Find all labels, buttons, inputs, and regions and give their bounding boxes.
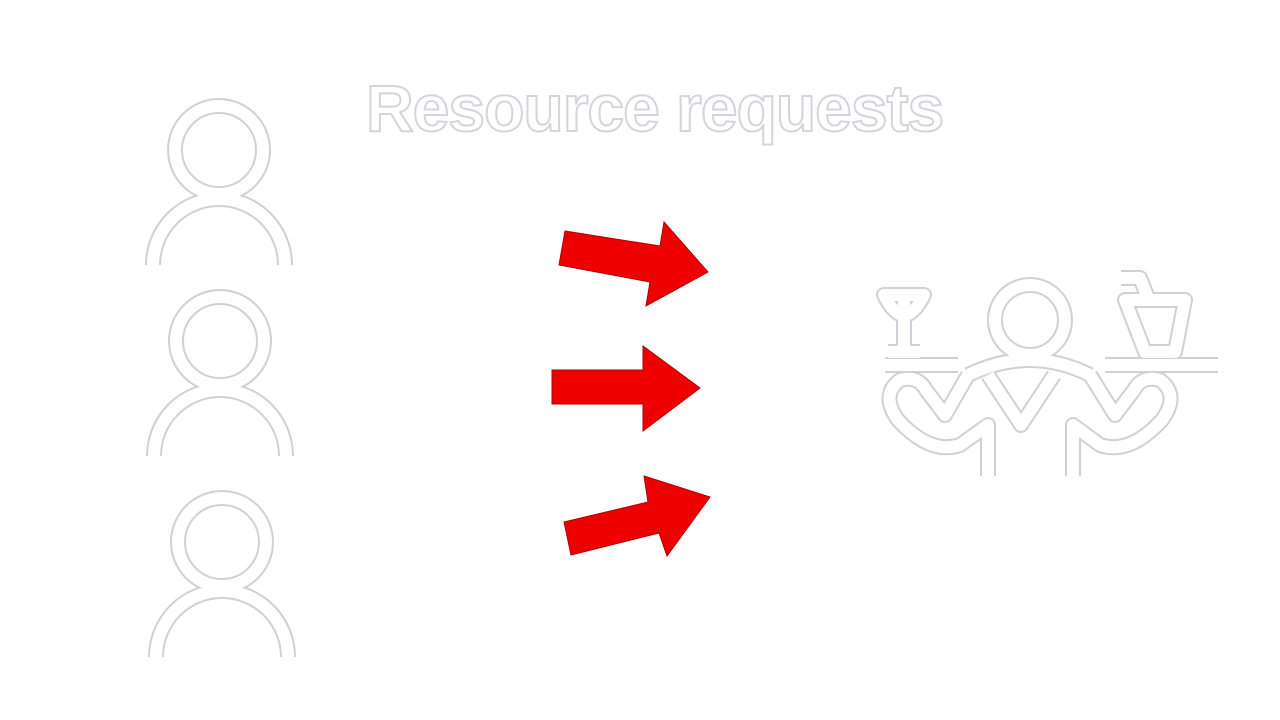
user-icon <box>154 297 286 456</box>
user-icon <box>156 498 288 657</box>
user-icon <box>153 106 285 265</box>
diagram-title: Resource requests <box>365 70 945 146</box>
arrow-right-icon <box>563 475 711 558</box>
arrow-right-icon <box>551 345 701 433</box>
arrow-right-icon <box>558 220 709 307</box>
waiter-icon <box>876 270 1218 476</box>
